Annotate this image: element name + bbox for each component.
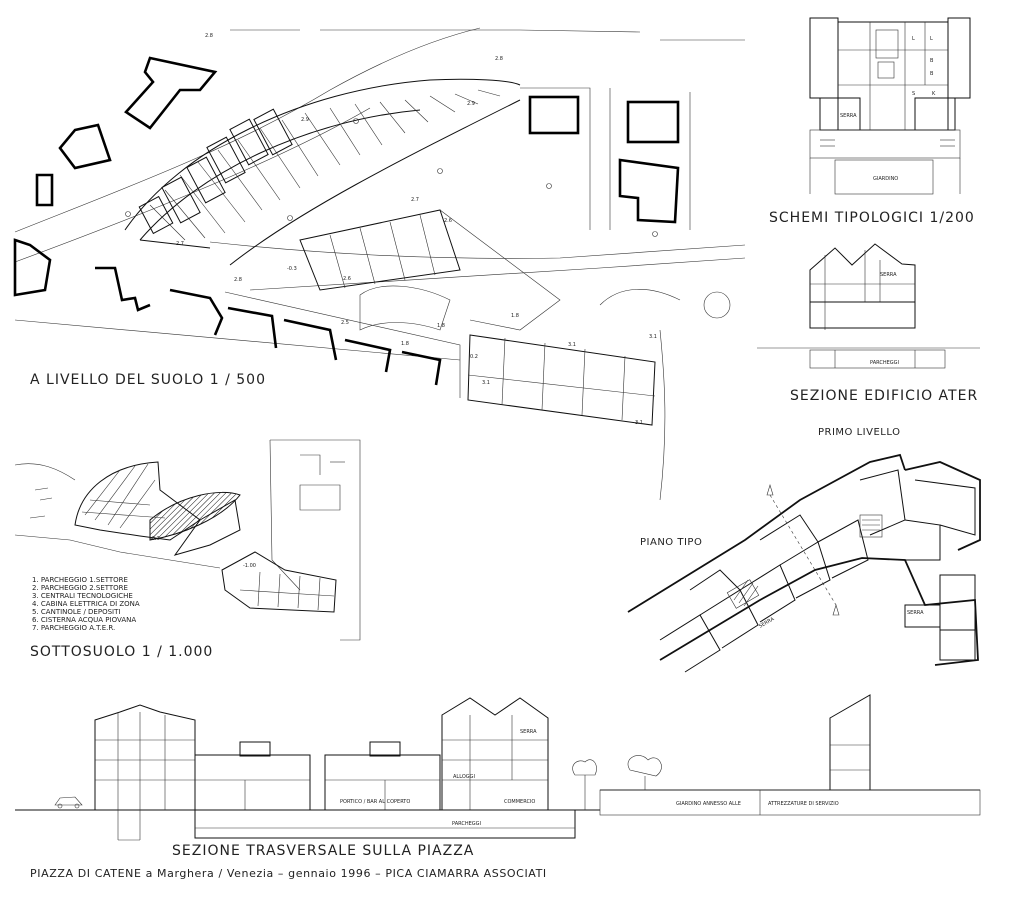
underground-title: SOTTOSUOLO 1 / 1.000 bbox=[30, 644, 213, 660]
level-label: 2.9 bbox=[301, 117, 309, 123]
level-label: 3.1 bbox=[649, 334, 657, 340]
legend-item: 6. CISTERNA ACQUA PIOVANA bbox=[32, 616, 136, 624]
legend-item: 1. PARCHEGGIO 1.SETTORE bbox=[32, 576, 128, 584]
level-label: 2.8 bbox=[495, 56, 503, 62]
ground-level-plan: 2.8 2.8 2.9 2.9 2.7 2.7 2.6 2.6 -0.3 2.8… bbox=[13, 27, 746, 501]
section-label: ALLOGGI bbox=[453, 774, 475, 780]
typical-floor-title: PIANO TIPO bbox=[640, 537, 702, 548]
underground-plan: -0.3 -1.00 1. PARCHEGGIO 1.SETTORE 2. PA… bbox=[14, 439, 361, 660]
level-label: 1.8 bbox=[437, 323, 445, 329]
room-label: PARCHEGGI bbox=[870, 360, 899, 366]
room-label: B bbox=[930, 71, 934, 77]
level-label: 2.7 bbox=[411, 197, 419, 203]
room-label: L bbox=[912, 36, 915, 42]
section-label: ATTREZZATURE DI SERVIZIO bbox=[768, 801, 839, 807]
section-label: PARCHEGGI bbox=[452, 821, 481, 827]
level-label: 2.6 bbox=[444, 218, 452, 224]
section-label: GIARDINO ANNESSO ALLE bbox=[676, 801, 741, 807]
room-label: SERRA bbox=[907, 610, 924, 616]
legend-item: 4. CABINA ELETTRICA DI ZONA bbox=[32, 600, 140, 608]
room-label: SERRA bbox=[840, 113, 857, 119]
ground-level-title: A LIVELLO DEL SUOLO 1 / 500 bbox=[30, 372, 266, 388]
ater-section-title: SEZIONE EDIFICIO ATER bbox=[790, 388, 978, 404]
level-label: -1.00 bbox=[243, 563, 256, 569]
room-label: L bbox=[930, 36, 933, 42]
ater-section: SERRA PARCHEGGI SEZIONE EDIFICIO ATER bbox=[757, 243, 980, 404]
legend-item: 7. PARCHEGGIO A.T.E.R. bbox=[32, 624, 115, 632]
cross-section-title: SEZIONE TRASVERSALE SULLA PIAZZA bbox=[172, 843, 474, 859]
section-label: COMMERCIO bbox=[504, 799, 535, 805]
room-label: B bbox=[930, 58, 934, 64]
level-label: 3.1 bbox=[635, 420, 643, 426]
underground-legend: 1. PARCHEGGIO 1.SETTORE 2. PARCHEGGIO 2.… bbox=[32, 576, 140, 632]
level-label: 1.8 bbox=[401, 341, 409, 347]
level-label: 2.6 bbox=[343, 276, 351, 282]
room-label: SERRA bbox=[880, 272, 897, 278]
typology-title: SCHEMI TIPOLOGICI 1/200 bbox=[769, 210, 975, 226]
level-label: 2.9 bbox=[467, 101, 475, 107]
level-label: 3.1 bbox=[568, 342, 576, 348]
room-label: K bbox=[932, 91, 936, 97]
level-label: 2.7 bbox=[176, 241, 184, 247]
level-label: 3.1 bbox=[482, 380, 490, 386]
level-label: 0.2 bbox=[470, 354, 478, 360]
cross-section: SERRA ALLOGGI PORTICO / BAR AL COPERTO C… bbox=[15, 694, 981, 859]
level-label: 1.8 bbox=[511, 313, 519, 319]
section-label: PORTICO / BAR AL COPERTO bbox=[340, 799, 410, 805]
level-label: -0.3 bbox=[287, 266, 297, 272]
room-label: S bbox=[912, 91, 915, 97]
room-label: GIARDINO bbox=[873, 176, 898, 182]
level-label: 2.8 bbox=[205, 33, 213, 39]
first-level-title: PRIMO LIVELLO bbox=[818, 427, 900, 438]
level-label: -0.3 bbox=[150, 536, 160, 542]
legend-item: 3. CENTRALI TECNOLOGICHE bbox=[32, 592, 133, 600]
section-label: SERRA bbox=[520, 729, 537, 735]
floor-plan: PRIMO LIVELLO PIANO TIPO bbox=[627, 427, 981, 673]
legend-item: 5. CANTINOLE / DEPOSITI bbox=[32, 608, 120, 616]
legend-item: 2. PARCHEGGIO 2.SETTORE bbox=[32, 584, 128, 592]
typology-schemes: SERRA GIARDINO L L B B S K SCHEMI TIPOLO… bbox=[769, 17, 975, 226]
footer-caption: PIAZZA DI CATENE a Marghera / Venezia – … bbox=[30, 867, 547, 880]
level-label: 2.5 bbox=[341, 320, 349, 326]
level-label: 2.8 bbox=[234, 277, 242, 283]
